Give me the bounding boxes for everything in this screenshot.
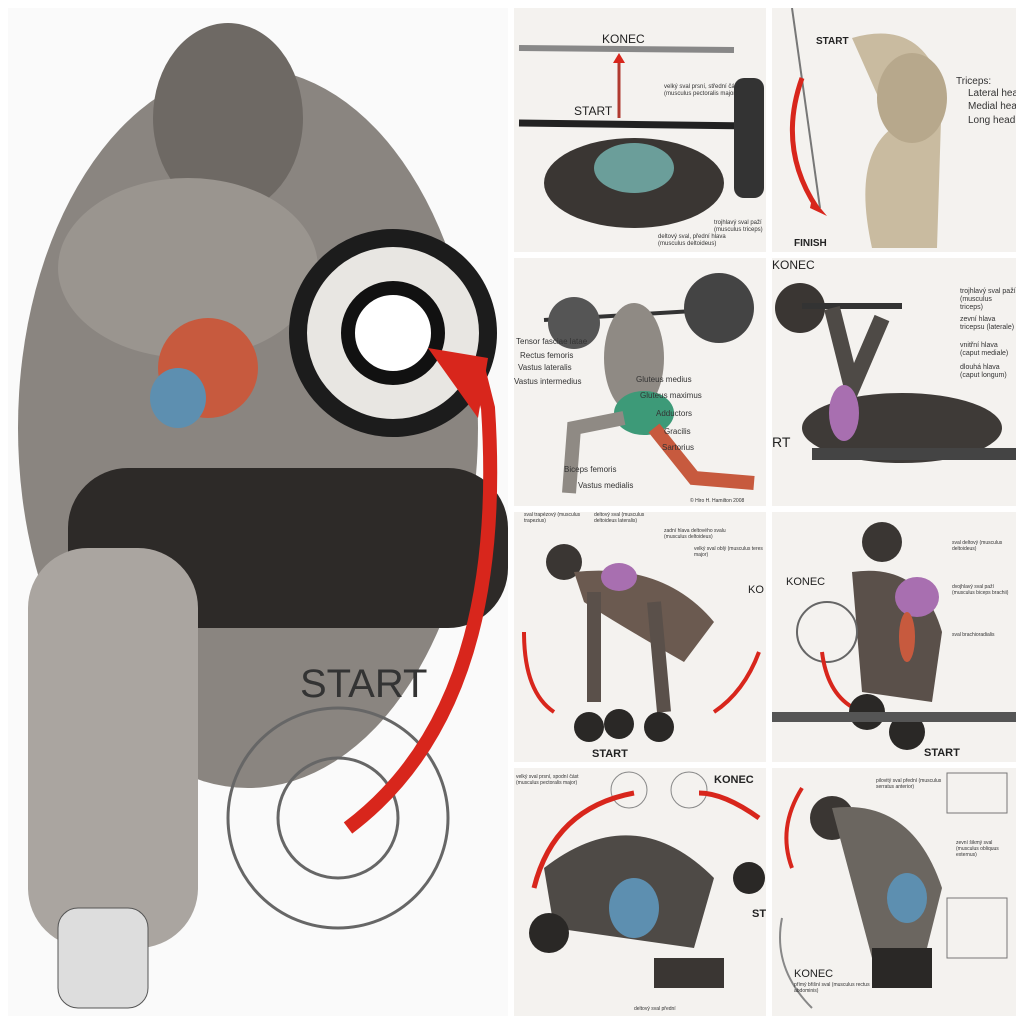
muscle-label: dlouhá hlava (caput longum) bbox=[960, 364, 1007, 379]
muscle-label: Tensor fasciae latae bbox=[516, 337, 588, 346]
start-label: START bbox=[816, 36, 849, 47]
credit-label: © Hiro H. Hamilton 2008 bbox=[690, 498, 745, 504]
end-label: KONEC bbox=[602, 32, 645, 46]
end-label: KONEC bbox=[794, 968, 834, 980]
start-label: START bbox=[300, 662, 428, 706]
lying-triceps-extension-illustration bbox=[775, 283, 1016, 463]
muscle-label: Biceps femoris bbox=[564, 465, 617, 474]
end-label: KONEC bbox=[786, 576, 826, 588]
panel-seated-dumbbell-curl: KONEC START sval deltový (musculus delto… bbox=[772, 512, 1016, 762]
muscle-label: přímý břišní sval (musculus rectus abdom… bbox=[794, 982, 870, 994]
muscle-label: Vastus medialis bbox=[578, 481, 634, 490]
muscle-label: sval deltový (musculus deltoideus) bbox=[952, 540, 1003, 552]
finish-label: FINISH bbox=[794, 238, 827, 249]
muscle-label: Sartorius bbox=[662, 443, 695, 452]
panel-bent-over-lateral-raise: KO START sval trapézový (musculus trapez… bbox=[514, 512, 766, 762]
muscle-label: dvojhlavý sval paží (musculus biceps bra… bbox=[952, 584, 1009, 596]
muscle-label: velký sval oblý (musculus teres major) bbox=[694, 546, 763, 558]
panel-concentration-curl: START bbox=[8, 8, 508, 1016]
start-label: START bbox=[922, 747, 962, 760]
incline-fly-illustration bbox=[529, 771, 765, 988]
muscle-label: Gluteus medius bbox=[636, 375, 692, 384]
concentration-curl-illustration bbox=[18, 23, 508, 1009]
muscle-label: Vastus lateralis bbox=[518, 363, 572, 372]
start-label: START bbox=[574, 104, 613, 118]
triceps-pushdown-illustration bbox=[789, 8, 947, 248]
muscle-label: velký sval prsní, spodní část (musculus … bbox=[516, 774, 579, 786]
start-label: START bbox=[592, 748, 628, 760]
muscle-label: Rectus femoris bbox=[520, 351, 574, 360]
panel-bench-press: KONEC START velký sval prsní, střední čá… bbox=[514, 8, 766, 252]
muscle-label: Adductors bbox=[656, 409, 693, 418]
end-label: KONEC bbox=[714, 774, 754, 786]
cable-crunch-illustration bbox=[779, 772, 1008, 1009]
lateral-head-label: Lateral head bbox=[968, 88, 1016, 99]
bent-over-raise-illustration bbox=[522, 544, 761, 742]
muscle-label: Gluteus maximus bbox=[640, 391, 702, 400]
start-label: ST bbox=[752, 908, 766, 920]
muscle-label: deltový sval, přední hlava (musculus del… bbox=[658, 234, 726, 247]
muscle-label: deltový sval (musculus deltoideus latera… bbox=[594, 512, 645, 524]
bench-press-illustration bbox=[518, 45, 764, 228]
muscle-label: trojhlavý sval paží (musculus triceps) bbox=[960, 288, 1016, 311]
panel-triceps-pushdown: START FINISH Triceps: Lateral head Media… bbox=[772, 8, 1016, 252]
panel-cable-crunch: KONEC pilovitý sval přední (musculus ser… bbox=[772, 768, 1016, 1016]
muscle-label: Gracilis bbox=[664, 427, 691, 436]
barbell-lunge-illustration bbox=[543, 273, 755, 494]
seated-curl-illustration bbox=[772, 522, 1016, 750]
muscle-label: pilovitý sval přední (musculus serratus … bbox=[876, 778, 942, 790]
muscle-label: zevní hlava tricepsu (laterale) bbox=[960, 316, 1015, 331]
muscle-label: zevní šikmý sval (musculus obliquus exte… bbox=[956, 840, 999, 858]
panel-incline-dumbbell-fly: KONEC ST velký sval prsní, spodní část (… bbox=[514, 768, 766, 1016]
muscle-label: vnitřní hlava (caput mediale) bbox=[960, 342, 1009, 357]
muscle-label: zadní hlava deltového svalu (musculus de… bbox=[664, 528, 726, 540]
end-label: KONEC bbox=[772, 258, 815, 272]
start-label: RT bbox=[772, 434, 791, 450]
long-head-label: Long head bbox=[968, 115, 1016, 126]
panel-lying-triceps-extension: KONEC RT trojhlavý sval paží (musculus t… bbox=[772, 258, 1016, 506]
medial-head-label: Medial head bbox=[968, 101, 1016, 112]
triceps-label: Triceps: bbox=[956, 76, 992, 87]
muscle-label: trojhlavý sval paží (musculus triceps) bbox=[714, 220, 763, 233]
muscle-label: sval brachioradialis bbox=[952, 632, 995, 638]
muscle-label: velký sval prsní, střední část (musculus… bbox=[664, 84, 740, 97]
end-label: KO bbox=[748, 584, 764, 596]
muscle-label: Vastus intermedius bbox=[514, 377, 582, 386]
muscle-label: sval trapézový (musculus trapezius) bbox=[524, 512, 581, 524]
muscle-label: deltový sval přední bbox=[634, 1006, 676, 1012]
